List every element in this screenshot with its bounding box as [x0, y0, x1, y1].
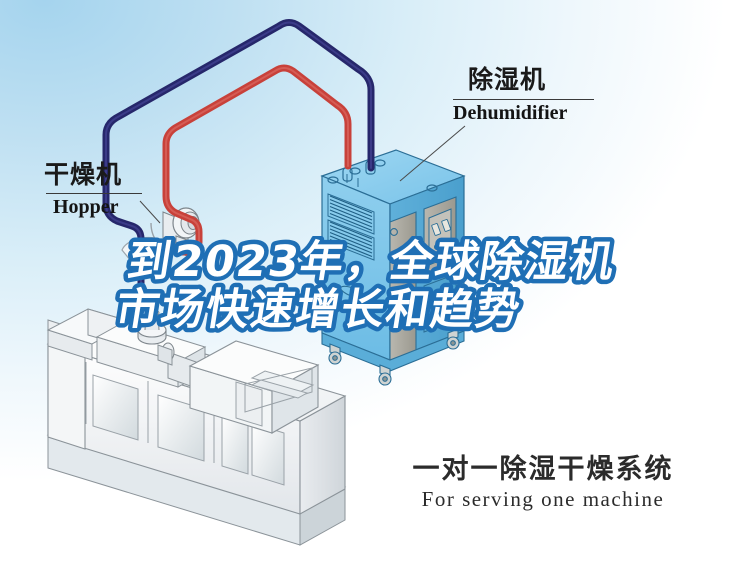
dehumidifier-unit	[320, 149, 466, 386]
injection-molding-machine	[46, 308, 347, 546]
return-pipe	[162, 64, 352, 256]
label-dehumidifier-cn: 除湿机	[468, 66, 547, 94]
label-dehumidifier-en: Dehumidifier	[453, 102, 568, 124]
caster-wheels	[328, 328, 460, 386]
system-caption: 一对一除湿干燥系统 For serving one machine	[398, 455, 688, 510]
label-hopper: 干燥机 Hopper	[44, 163, 142, 217]
leader-line-dehumidifier	[399, 125, 466, 182]
system-caption-cn: 一对一除湿干燥系统	[412, 454, 674, 484]
label-dehumidifier-rule	[453, 99, 594, 100]
label-dehumidifier: 除湿机 Dehumidifier	[453, 68, 594, 123]
label-hopper-rule	[46, 193, 142, 194]
leader-line-hopper	[139, 200, 161, 224]
label-hopper-en: Hopper	[53, 196, 119, 218]
supply-pipe	[102, 19, 375, 304]
vent-louvers	[329, 195, 373, 258]
label-hopper-cn: 干燥机	[44, 161, 123, 189]
blower-motor	[121, 207, 200, 267]
system-caption-en: For serving one machine	[421, 487, 665, 512]
